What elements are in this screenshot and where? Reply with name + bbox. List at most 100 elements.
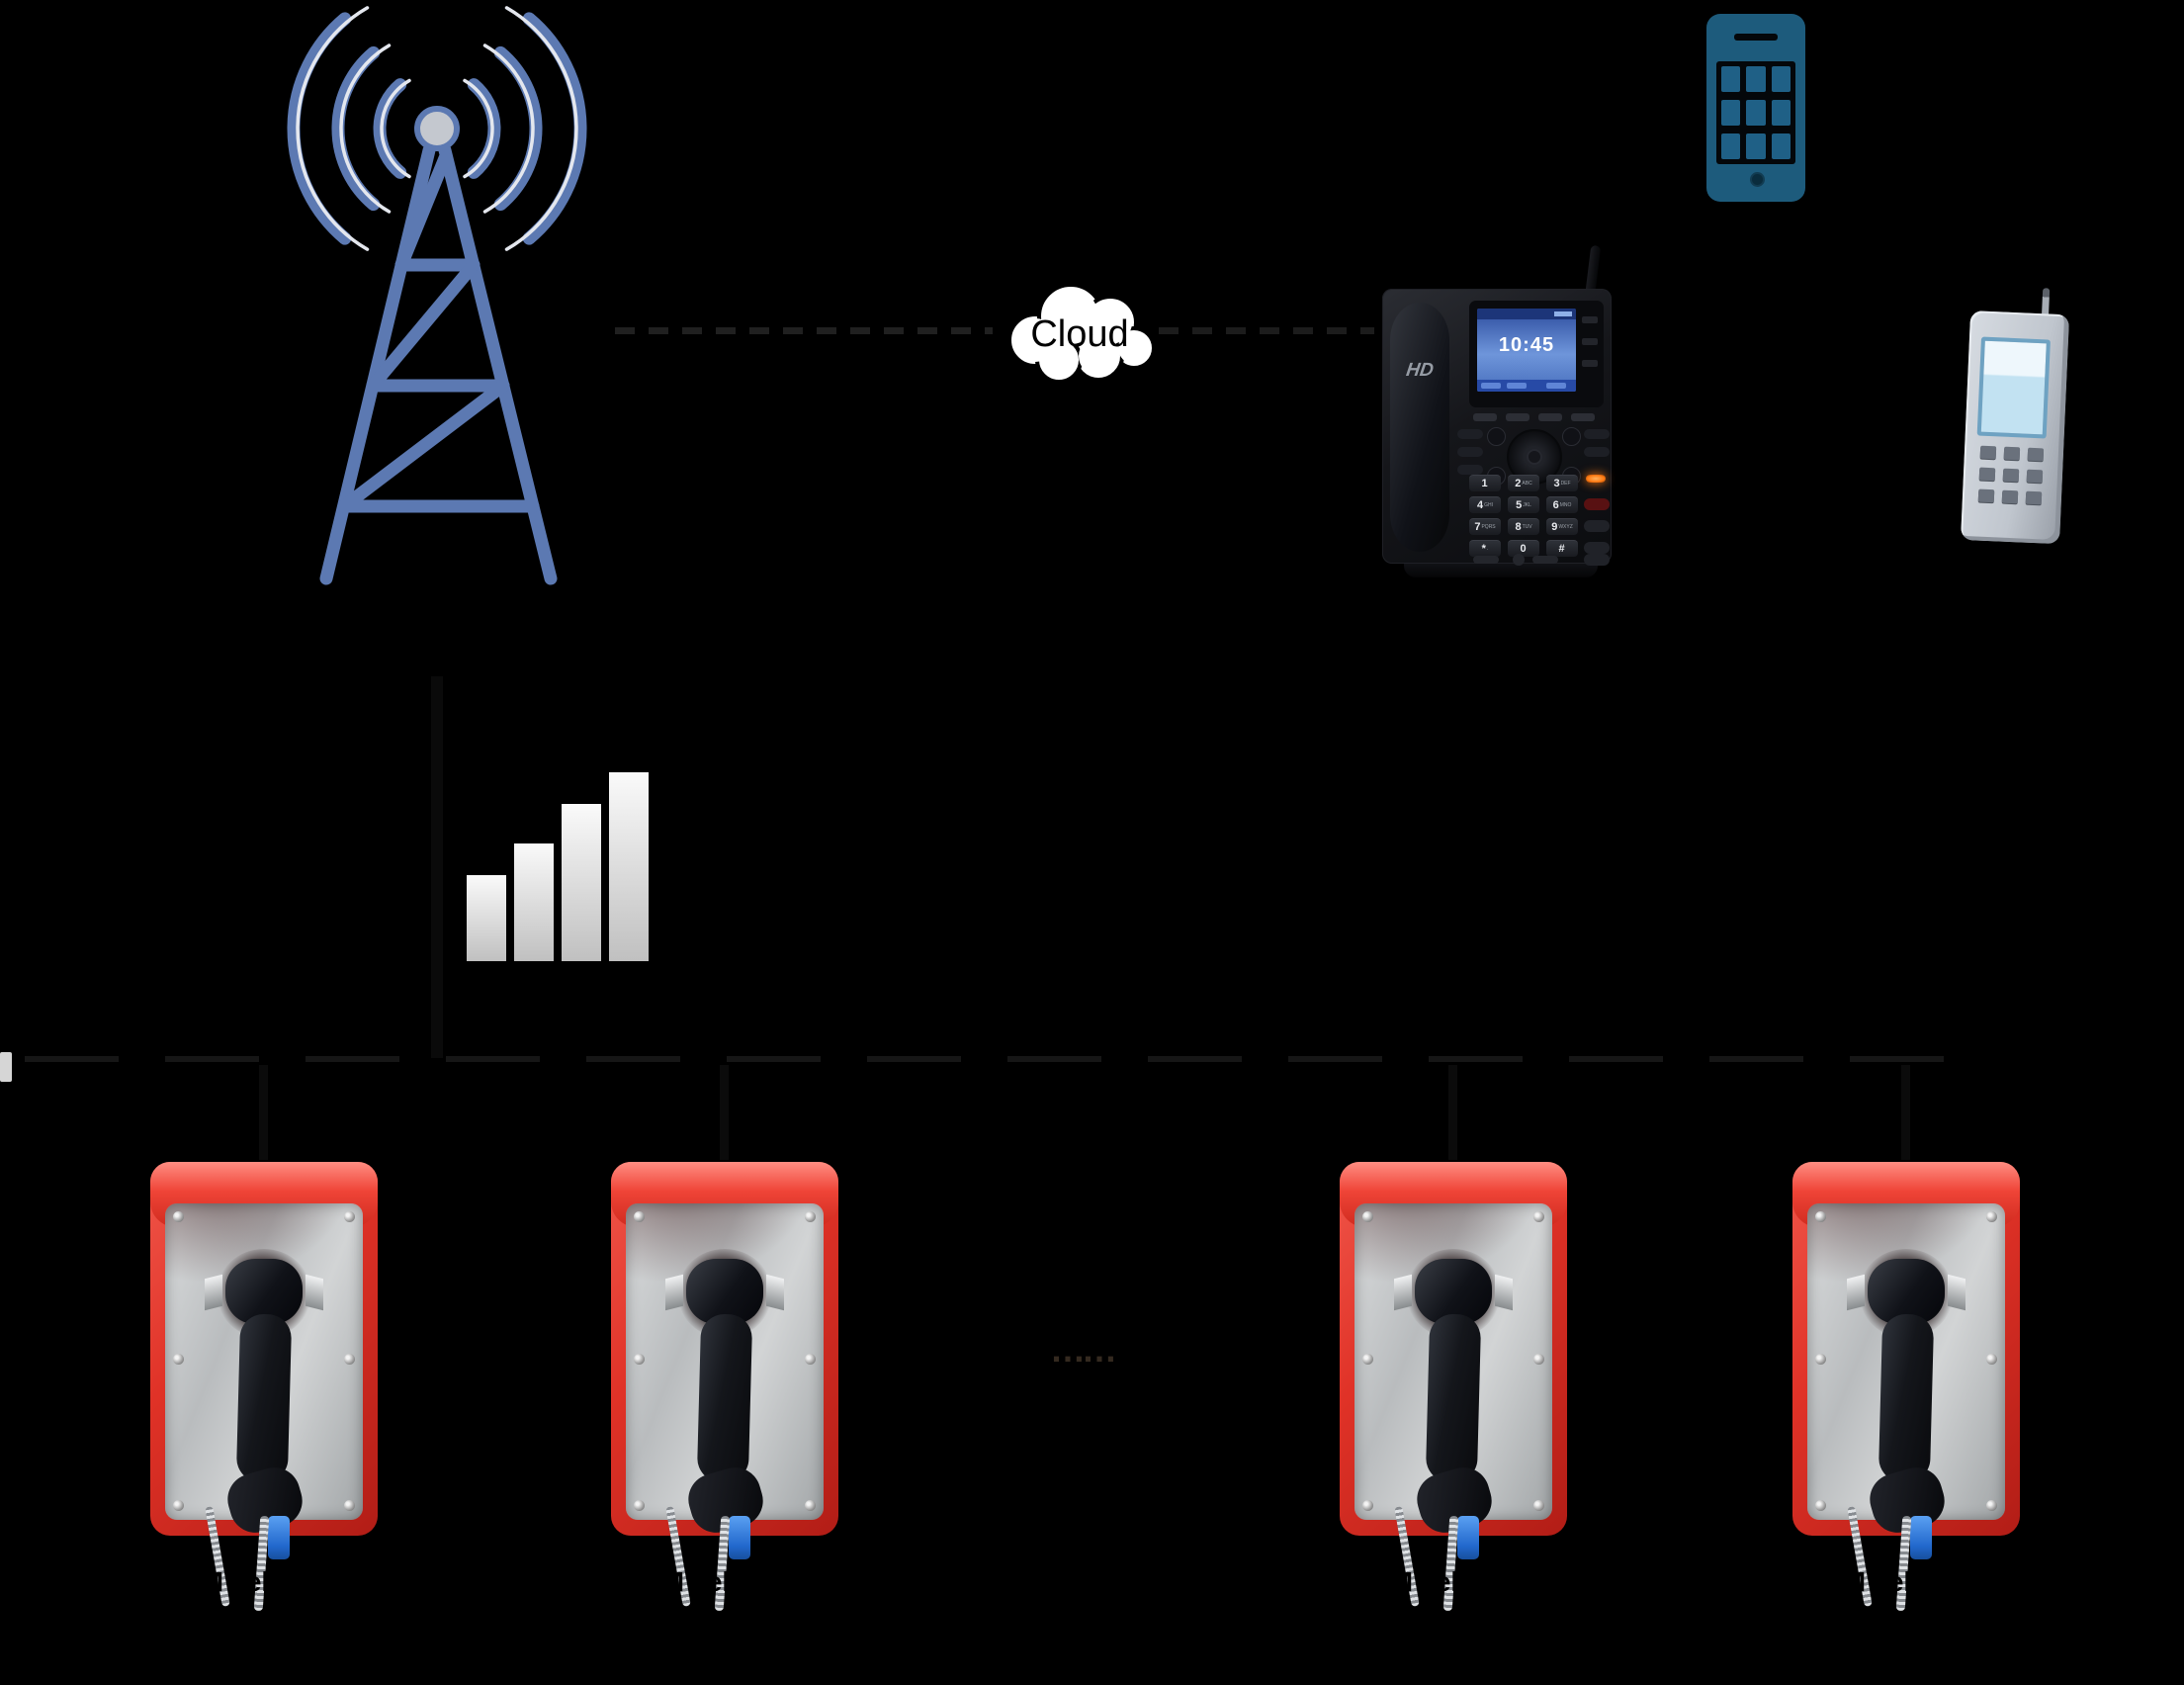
nav-corner-button: [1562, 427, 1581, 446]
more-phones-ellipsis: ……: [1050, 1329, 1117, 1370]
drop-line: [720, 1065, 729, 1160]
signal-strength-icon: [467, 767, 649, 961]
red-telephone-image: [1792, 1162, 2020, 1559]
screw: [1986, 1354, 1997, 1365]
gateway-key: [1721, 100, 1741, 126]
handset-hd-mark: HD: [1404, 360, 1436, 381]
red-telephone-image: [150, 1162, 378, 1559]
cellphone-label: Cell Phone: [1914, 597, 2100, 638]
screw: [634, 1211, 645, 1222]
handset-grip: [696, 1313, 753, 1483]
drop-line: [1448, 1065, 1457, 1160]
screw: [173, 1500, 184, 1511]
gsm-gateway-icon: [1706, 14, 1805, 202]
steel-faceplate: [1354, 1203, 1552, 1559]
softkey-button: [1506, 413, 1529, 421]
screw: [1815, 1211, 1826, 1222]
gsm-telephone-1: [150, 1162, 378, 1627]
gateway-key: [1721, 133, 1741, 159]
gateway-home-button: [1750, 172, 1765, 187]
gateway-key: [1771, 133, 1791, 159]
cord-connector: [1910, 1516, 1932, 1559]
handset-earpiece: [1415, 1259, 1492, 1324]
screen-side-key: [1582, 360, 1598, 367]
cell-phone-icon: [1961, 288, 2070, 545]
red-telephone-image: [611, 1162, 838, 1559]
cellphone-key: [1978, 467, 1996, 482]
hold-key: [1584, 542, 1610, 554]
redial-key: [1584, 520, 1610, 532]
gateway-label: GSM Gateway: [1637, 220, 1863, 257]
cellphone-key: [1979, 445, 1997, 460]
screw: [344, 1354, 355, 1365]
softkey-button: [1571, 413, 1595, 421]
screw: [1815, 1500, 1826, 1511]
steel-faceplate: [1807, 1203, 2005, 1559]
keypad-key: #: [1546, 540, 1578, 557]
line-key: [1457, 447, 1483, 457]
steel-faceplate: [165, 1203, 363, 1559]
cellphone-key: [2002, 468, 2020, 483]
cord-connector: [268, 1516, 290, 1559]
gateway-key: [1746, 100, 1766, 126]
cradle-hook: [766, 1274, 784, 1311]
telephone-label: GSM Telephone: [1350, 1566, 1557, 1597]
function-key: [1584, 447, 1610, 457]
drop-line: [1901, 1065, 1910, 1160]
volume-up-key: [1532, 556, 1558, 564]
cloud-label: Cloud: [1030, 313, 1128, 355]
mute-key: [1513, 554, 1525, 566]
speaker-key: [1584, 554, 1610, 566]
gsm-telephone-2: [611, 1162, 838, 1627]
cellphone-key: [2001, 489, 2019, 504]
handset-earpiece: [686, 1259, 763, 1324]
signal-bar: [467, 875, 506, 961]
deskphone-label: SIP Desk Telephone: [1329, 597, 1667, 638]
screw: [1362, 1211, 1373, 1222]
cancel-key: [1584, 498, 1610, 510]
dashed-bus-line: [25, 1056, 1967, 1062]
gateway-key: [1721, 66, 1741, 92]
cradle-hook: [205, 1274, 222, 1311]
gateway-keypad: [1716, 61, 1795, 164]
dashed-link-tower-cloud: [615, 327, 993, 334]
volume-down-key: [1473, 556, 1499, 564]
deskphone-handset: HD: [1390, 303, 1449, 552]
line-key: [1457, 429, 1483, 439]
gateway-key: [1746, 133, 1766, 159]
cradle-hook: [1394, 1274, 1412, 1311]
steel-faceplate: [626, 1203, 824, 1559]
keypad-key: *.: [1469, 540, 1501, 557]
screw: [1362, 1500, 1373, 1511]
bus-end-mark: [0, 1052, 12, 1082]
signal-bar: [514, 843, 554, 961]
signal-tower-icon: [287, 6, 587, 585]
ok-button: [1527, 449, 1542, 465]
screen-status-bar: [1477, 309, 1576, 319]
screw: [805, 1354, 816, 1365]
screen-side-key: [1582, 338, 1598, 345]
screw: [1986, 1500, 1997, 1511]
cord-connector: [1457, 1516, 1479, 1559]
cradle-hook: [1948, 1274, 1966, 1311]
handset-grip: [1878, 1313, 1935, 1483]
signal-bar: [609, 772, 649, 961]
deskphone-stand: [1404, 562, 1598, 577]
gateway-speaker-slot: [1734, 34, 1778, 41]
handset-earpiece: [1868, 1259, 1945, 1324]
drop-line: [259, 1065, 268, 1160]
screw: [1533, 1500, 1544, 1511]
cradle-hook: [306, 1274, 323, 1311]
gateway-key: [1771, 66, 1791, 92]
screw: [1533, 1354, 1544, 1365]
cord-connector: [729, 1516, 750, 1559]
softkey-button: [1473, 413, 1497, 421]
handset-grip: [1425, 1313, 1482, 1483]
